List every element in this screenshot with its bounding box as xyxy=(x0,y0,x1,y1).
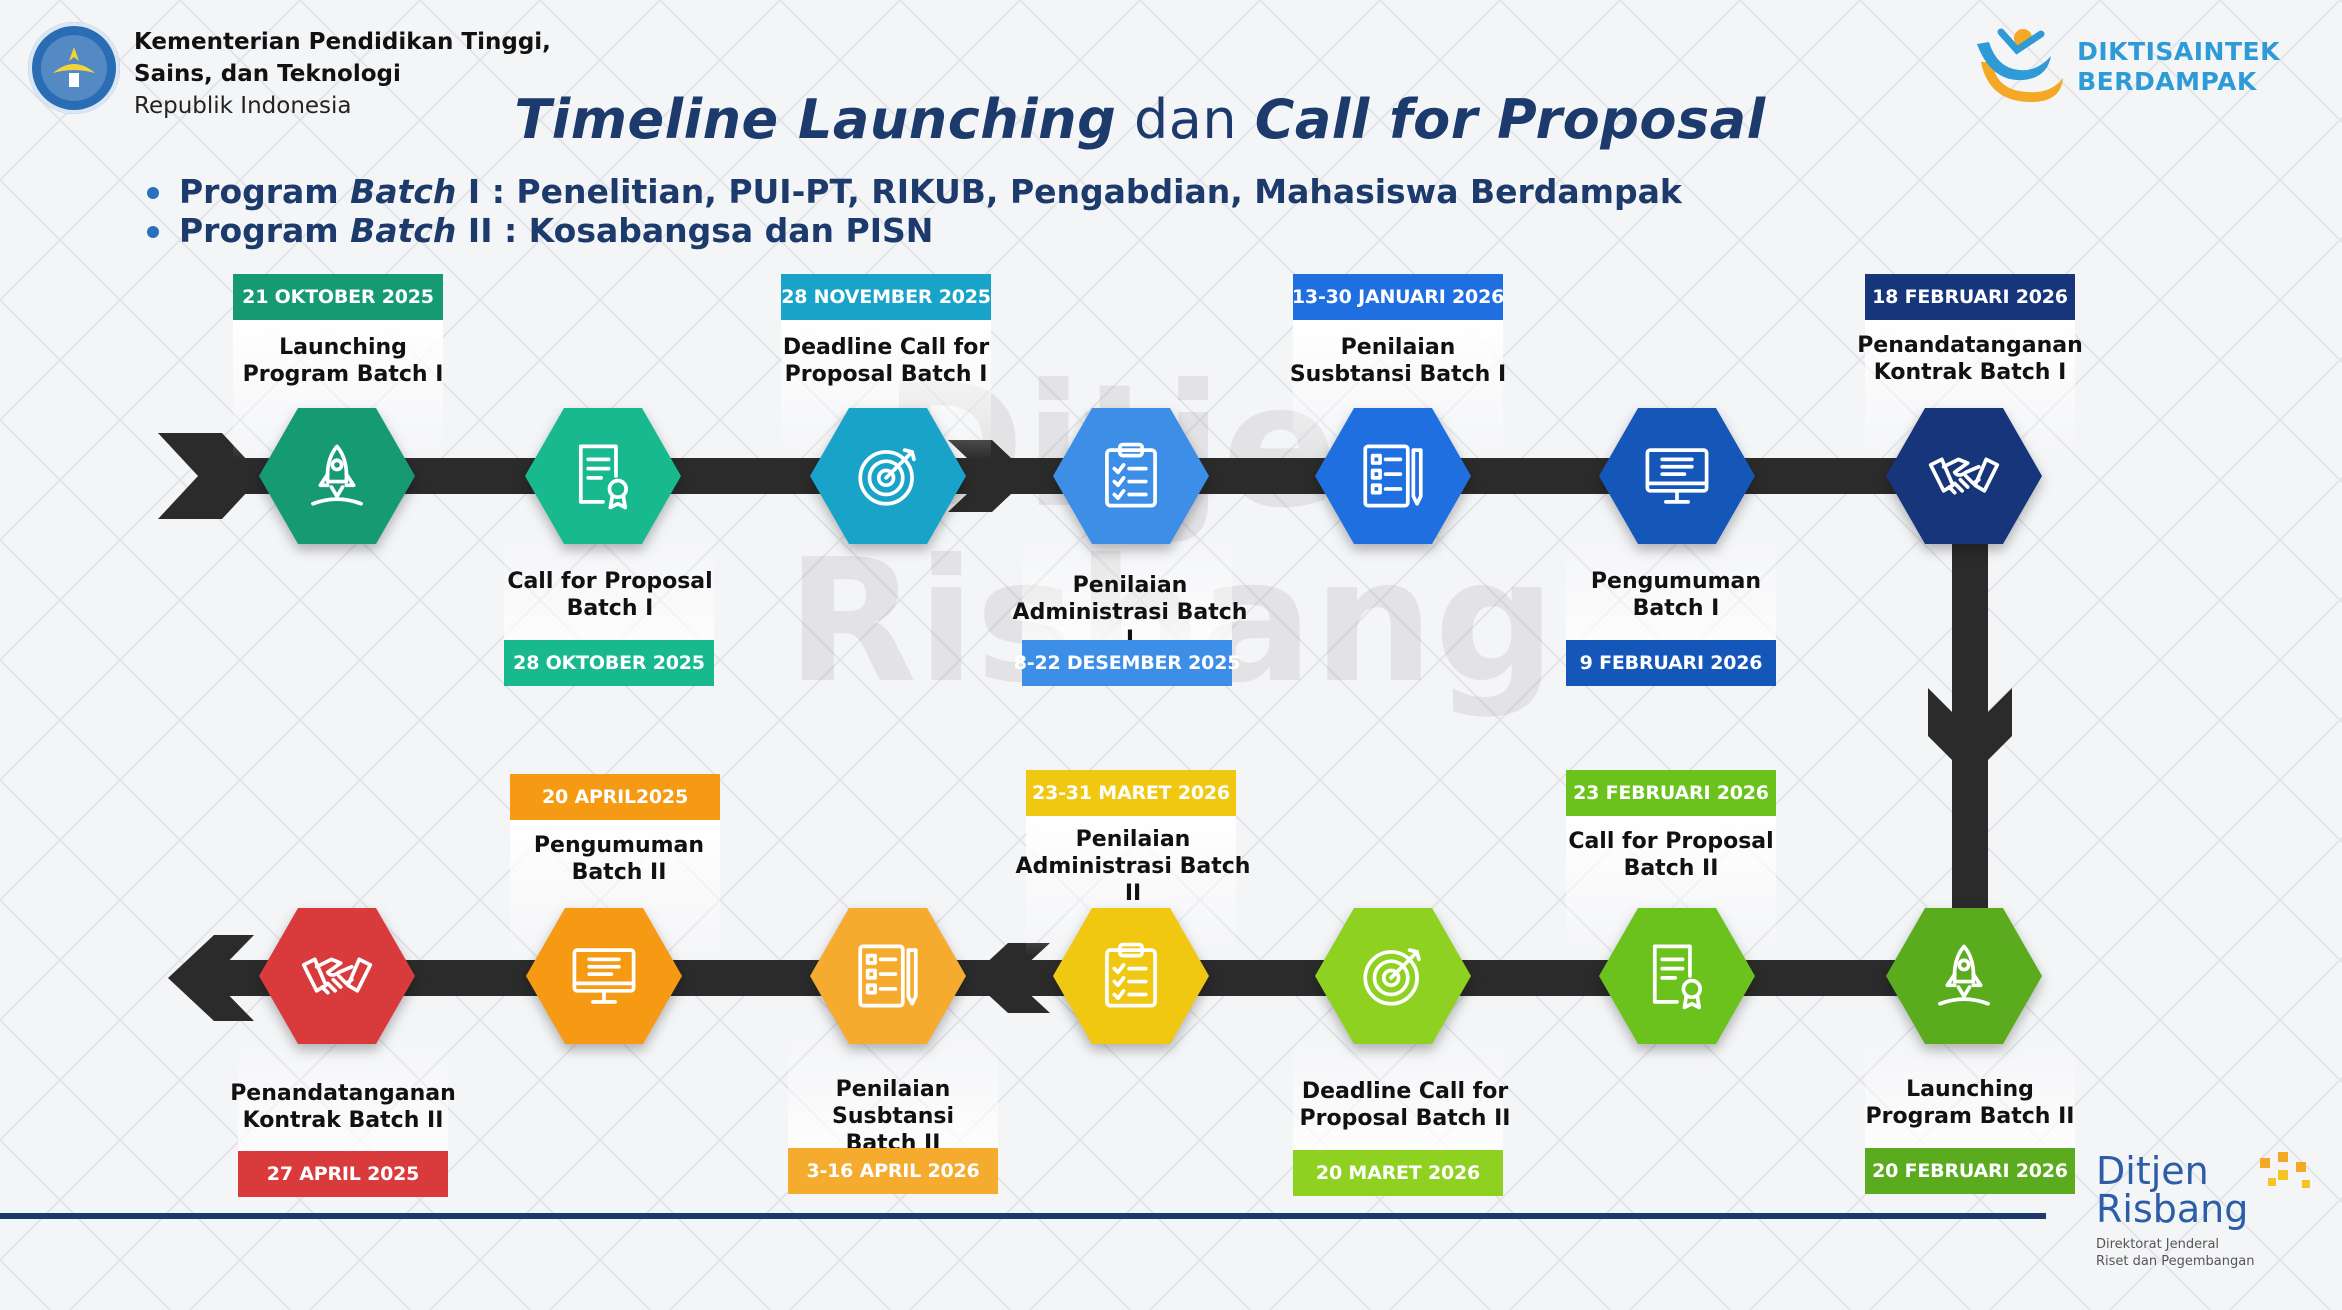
title-part-launching: Timeline Launching xyxy=(514,88,1117,151)
computer-monitor-icon xyxy=(1640,439,1714,513)
milestone-6-date: 18 FEBRUARI 2026 xyxy=(1865,274,2075,320)
report-pencil-icon xyxy=(1356,439,1430,513)
milestone-1-date: 28 OKTOBER 2025 xyxy=(504,640,714,686)
page-title: Timeline Launching dan Call for Proposal xyxy=(0,88,2280,151)
milestone-2 xyxy=(810,408,966,544)
milestone-12 xyxy=(526,908,682,1044)
milestone-13 xyxy=(259,908,415,1044)
milestone-6 xyxy=(1886,408,2042,544)
milestone-11-date: 3-16 APRIL 2026 xyxy=(788,1148,998,1194)
ministry-header: Kementerian Pendidikan Tinggi, Sains, da… xyxy=(28,22,551,122)
proposal-document-icon xyxy=(1640,939,1714,1013)
milestone-7-date: 20 FEBRUARI 2026 xyxy=(1865,1148,2075,1194)
brand-line2: BERDAMPAK xyxy=(2077,67,2257,96)
milestone-8-date: 23 FEBRUARI 2026 xyxy=(1566,770,1776,816)
ditjen-logo-mark-icon xyxy=(2260,1152,2311,1188)
ministry-name-line1: Kementerian Pendidikan Tinggi, xyxy=(134,29,551,55)
down-chevron xyxy=(1928,688,2012,778)
ditjen-logo-line1: Ditjen xyxy=(2096,1149,2209,1193)
milestone-12-date: 20 APRIL2025 xyxy=(510,774,720,820)
milestone-5-date: 9 FEBRUARI 2026 xyxy=(1566,640,1776,686)
milestone-2-date: 28 NOVEMBER 2025 xyxy=(781,274,991,320)
target-icon xyxy=(851,439,925,513)
rocket-icon xyxy=(1927,939,2001,1013)
end-arrow xyxy=(168,935,254,1021)
ministry-name-line2: Sains, dan Teknologi xyxy=(134,61,401,87)
ditjen-logo-line2: Risbang xyxy=(2096,1187,2249,1231)
clipboard-checklist-icon xyxy=(1094,439,1168,513)
milestone-9 xyxy=(1315,908,1471,1044)
tut-wuri-handayani-emblem-icon xyxy=(28,22,120,114)
milestone-7 xyxy=(1886,908,2042,1044)
milestone-10-date: 23-31 MARET 2026 xyxy=(1026,770,1236,816)
milestone-3 xyxy=(1053,408,1209,544)
handshake-icon xyxy=(300,939,374,1013)
ministry-country: Republik Indonesia xyxy=(134,93,352,119)
milestone-8 xyxy=(1599,908,1755,1044)
milestone-9-date: 20 MARET 2026 xyxy=(1293,1150,1503,1196)
footer-divider xyxy=(0,1213,2046,1219)
handshake-icon xyxy=(1927,439,2001,513)
ditjen-risbang-logo: Ditjen Risbang Direktorat Jenderal Riset… xyxy=(2096,1152,2320,1270)
rocket-icon xyxy=(300,439,374,513)
computer-monitor-icon xyxy=(567,939,641,1013)
ditjen-sub-line2: Riset dan Pegembangan xyxy=(2096,1254,2255,1269)
title-part-call: Call for Proposal xyxy=(1254,88,1766,151)
milestone-5 xyxy=(1599,408,1755,544)
milestone-0-date: 21 OKTOBER 2025 xyxy=(233,274,443,320)
milestone-3-date: 8-22 DESEMBER 2025 xyxy=(1014,640,1240,686)
bullet-batch-2: Program Batch II : Kosabangsa dan PISN xyxy=(145,211,1682,250)
report-pencil-icon xyxy=(851,939,925,1013)
milestone-0 xyxy=(259,408,415,544)
target-icon xyxy=(1356,939,1430,1013)
ditjen-sub-line1: Direktorat Jenderal xyxy=(2096,1237,2220,1252)
milestone-10 xyxy=(1053,908,1209,1044)
title-part-dan: dan xyxy=(1116,88,1255,151)
proposal-document-icon xyxy=(566,439,640,513)
program-bullets: Program Batch I : Penelitian, PUI-PT, RI… xyxy=(145,172,1682,250)
milestone-4-date: 13-30 JANUARI 2026 xyxy=(1292,274,1504,320)
milestone-1 xyxy=(525,408,681,544)
bullet-batch-1: Program Batch I : Penelitian, PUI-PT, RI… xyxy=(145,172,1682,211)
diktisaintek-brand: DIKTISAINTEK BERDAMPAK xyxy=(1971,22,2280,112)
clipboard-checklist-icon xyxy=(1094,939,1168,1013)
brand-line1: DIKTISAINTEK xyxy=(2077,37,2280,66)
milestone-11 xyxy=(810,908,966,1044)
diktisaintek-logo-icon xyxy=(1977,28,2064,102)
milestone-4 xyxy=(1315,408,1471,544)
mid-chevron-bottom xyxy=(970,943,1050,1013)
milestone-13-date: 27 APRIL 2025 xyxy=(238,1151,448,1197)
